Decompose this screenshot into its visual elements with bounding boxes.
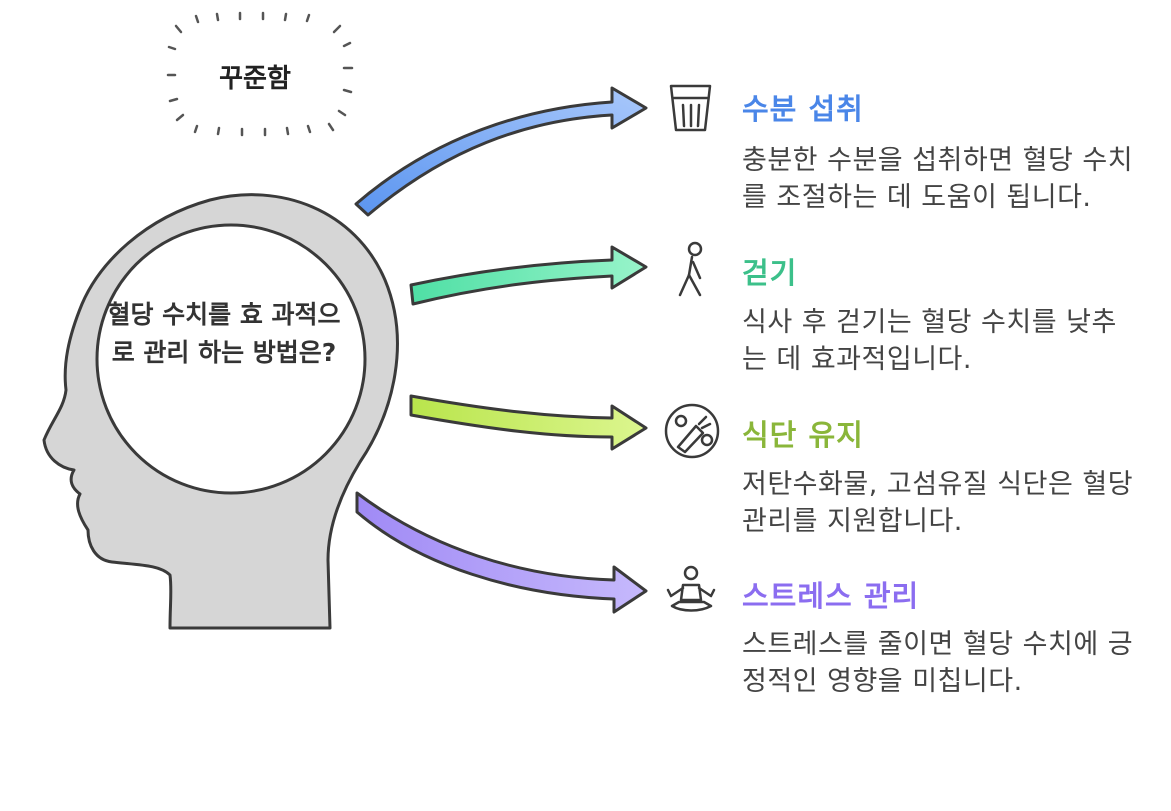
head-thought-circle [95, 223, 367, 495]
item-title-diet: 식단 유지 [742, 418, 864, 452]
cup-icon [669, 84, 712, 132]
item-desc-stress: 스트레스를 줄이면 혈당 수치에 긍정적인 영향을 미칩니다. [742, 629, 1134, 697]
item-title-water: 수분 섭취 [742, 92, 864, 126]
meditation-icon [666, 565, 716, 612]
arrow-2 [409, 245, 648, 306]
arrow-1 [354, 86, 648, 217]
item-desc-walking: 식사 후 걷기는 혈당 수치를 낮추는 데 효과적입니다. [742, 307, 1117, 375]
arrow-4 [355, 491, 648, 614]
burst-label: 꾸준함 [219, 64, 291, 94]
item-desc-diet: 저탄수화물, 고섬유질 식단은 혈당 관리를 지원합니다. [742, 469, 1134, 537]
walking-icon [678, 241, 703, 297]
burst-rays [166, 11, 354, 137]
arrow-3 [409, 394, 648, 451]
item-desc-water: 충분한 수분을 섭취하면 혈당 수치를 조절하는 데 도움이 됩니다. [742, 145, 1134, 213]
item-title-walking: 걷기 [742, 256, 798, 290]
diet-icon [664, 403, 720, 459]
head-title: 혈당 수치를 효 과적으로 관리 하는 방법은? [107, 300, 341, 367]
item-title-stress: 스트레스 관리 [742, 579, 920, 613]
